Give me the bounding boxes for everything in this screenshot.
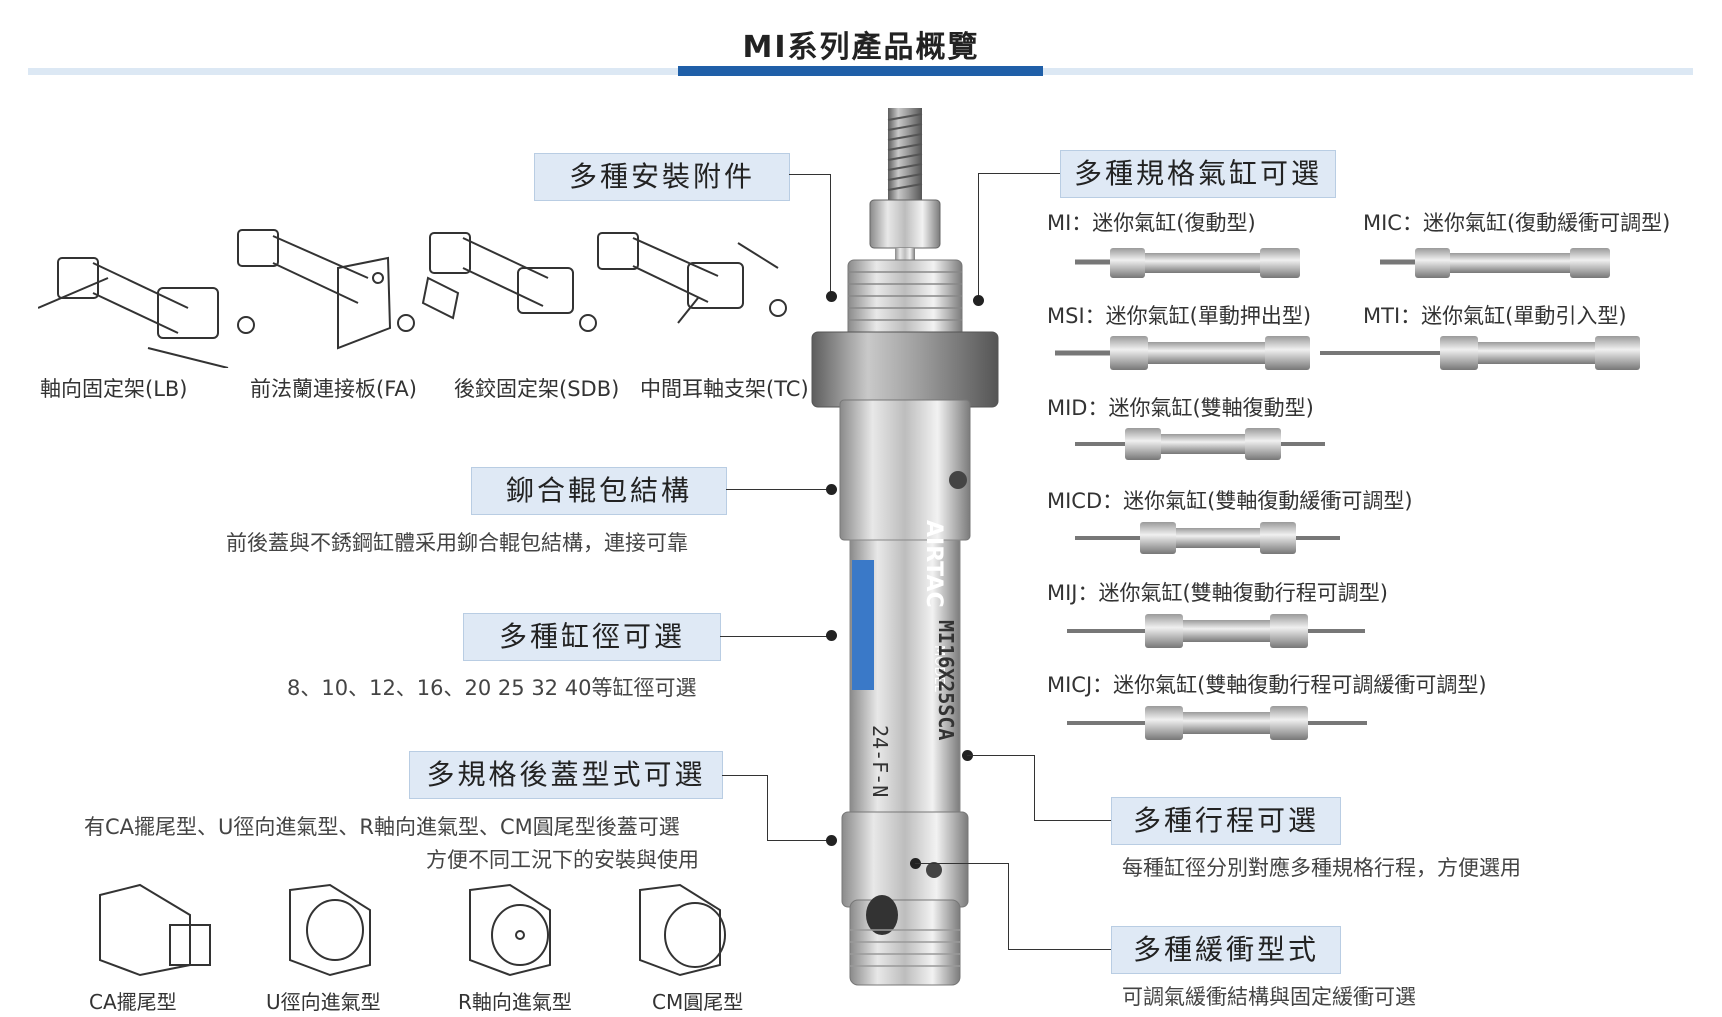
rear-cover-dot — [826, 835, 837, 846]
model-label: MI：迷你氣缸(復動型) — [1047, 211, 1256, 235]
cushion-heading: 多種緩衝型式 — [1111, 926, 1341, 974]
specs-dot — [973, 295, 984, 306]
model-label: MSI：迷你氣缸(單動押出型) — [1047, 304, 1312, 328]
rivet-connector — [726, 489, 832, 490]
central-cylinder-image — [811, 108, 999, 986]
accessories-connector-h — [789, 174, 831, 175]
mounting-accessories-illustrations — [38, 229, 787, 368]
stroke-connector-h2 — [1034, 820, 1111, 821]
mounting-item-label: 中間耳軸支架(TC) — [640, 377, 809, 401]
bore-dot — [826, 630, 837, 641]
rear-cover-connector-v — [767, 775, 768, 840]
rear-cover-type-label: U徑向進氣型 — [266, 990, 381, 1014]
rear-cover-connector-h — [722, 775, 768, 776]
specs-heading: 多種規格氣缸可選 — [1060, 150, 1336, 198]
accessories-connector-v — [830, 174, 831, 296]
stroke-heading: 多種行程可選 — [1111, 797, 1341, 845]
model-label: MTI：迷你氣缸(單動引入型) — [1363, 304, 1627, 328]
cushion-connector-h — [915, 863, 1009, 864]
cylinder-model-label: MI16X25SCA — [934, 620, 958, 741]
model-label: MIC：迷你氣缸(復動緩衝可調型) — [1363, 211, 1671, 235]
stroke-connector-v — [1034, 755, 1035, 821]
rear-cover-heading: 多規格後蓋型式可選 — [409, 751, 723, 799]
rivet-dot — [826, 484, 837, 495]
rivet-heading: 鉚合輥包結構 — [471, 467, 727, 515]
accessories-dot — [826, 291, 837, 302]
bore-heading: 多種缸徑可選 — [463, 613, 721, 661]
cylinder-code-label: 24-F-N — [868, 725, 892, 798]
mounting-item-label: 軸向固定架(LB) — [40, 377, 188, 401]
rear-cover-type-label: CM圓尾型 — [652, 990, 744, 1014]
model-label: MICJ：迷你氣缸(雙軸復動行程可調緩衝可調型) — [1047, 673, 1487, 697]
mounting-item-label: 前法蘭連接板(FA) — [250, 377, 417, 401]
model-label: MICD：迷你氣缸(雙軸復動緩衝可調型) — [1047, 489, 1413, 513]
specs-connector-v — [978, 173, 979, 297]
specs-connector-h — [978, 173, 1060, 174]
rear-cover-description-line2: 方便不同工況下的安裝與使用 — [426, 848, 699, 872]
rear-cover-type-label: CA擺尾型 — [89, 990, 177, 1014]
model-label: MID：迷你氣缸(雙軸復動型) — [1047, 396, 1314, 420]
mounting-item-label: 後鉸固定架(SDB) — [454, 377, 620, 401]
cushion-connector-v — [1008, 863, 1009, 949]
bore-connector — [720, 636, 832, 637]
cylinder-brand-label: AIRTAC — [921, 520, 946, 608]
page-title: MI系列產品概覽 — [742, 30, 980, 65]
cushion-description: 可調氣緩衝結構與固定緩衝可選 — [1122, 985, 1416, 1009]
accessories-heading: 多種安裝附件 — [534, 153, 790, 201]
stroke-description: 每種缸徑分別對應多種規格行程，方便選用 — [1122, 856, 1521, 880]
model-cylinder-thumbnails — [1055, 248, 1640, 740]
title-underline-accent — [678, 66, 1043, 76]
stroke-connector-h — [967, 755, 1035, 756]
model-label: MIJ：迷你氣缸(雙軸復動行程可調型) — [1047, 581, 1388, 605]
rear-cover-type-label: R軸向進氣型 — [458, 990, 572, 1014]
bore-description: 8、10、12、16、20 25 32 40等缸徑可選 — [287, 676, 697, 700]
rear-cover-description-line1: 有CA擺尾型、U徑向進氣型、R軸向進氣型、CM圓尾型後蓋可選 — [84, 815, 680, 839]
cushion-connector-h2 — [1008, 949, 1111, 950]
rivet-description: 前後蓋與不銹鋼缸體采用鉚合輥包結構，連接可靠 — [226, 531, 688, 555]
rear-cover-illustrations — [99, 883, 726, 977]
rear-cover-connector-h2 — [767, 840, 832, 841]
